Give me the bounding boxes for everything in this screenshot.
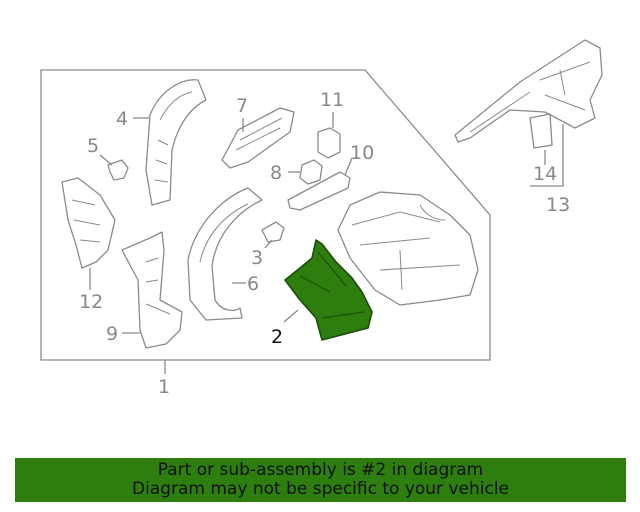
- part-2-highlighted[interactable]: [284, 239, 373, 341]
- part-6-wheelhouse-lower[interactable]: [187, 187, 263, 321]
- banner-line-1: Part or sub-assembly is #2 in diagram: [157, 460, 484, 480]
- callout-2: 2: [271, 326, 283, 348]
- callout-1: 1: [158, 376, 170, 398]
- callout-4: 4: [116, 108, 128, 130]
- callout-13: 13: [546, 194, 570, 216]
- part-11-block[interactable]: [317, 127, 341, 159]
- callout-5: 5: [87, 135, 99, 157]
- part-14-bracket[interactable]: [529, 113, 553, 149]
- part-9-lower-pillar[interactable]: [121, 231, 183, 349]
- callout-3: 3: [251, 247, 263, 269]
- callout-10: 10: [350, 142, 374, 164]
- callout-7: 7: [236, 95, 248, 117]
- callout-14: 14: [533, 163, 557, 185]
- banner-line-2: Diagram may not be specific to your vehi…: [131, 479, 509, 499]
- part-body-structure: [337, 191, 479, 306]
- part-4-wheelhouse-upper[interactable]: [145, 79, 207, 206]
- callout-6: 6: [247, 273, 259, 295]
- callout-9: 9: [106, 323, 118, 345]
- part-10-bracket[interactable]: [287, 171, 351, 211]
- callout-8: 8: [270, 162, 282, 184]
- part-3-bracket[interactable]: [261, 221, 285, 243]
- assembly-boundary: [40, 69, 491, 361]
- part-13-upper-rail-assembly[interactable]: [454, 39, 603, 143]
- part-5-bracket[interactable]: [107, 159, 129, 181]
- part-7-upper-rail[interactable]: [221, 107, 295, 169]
- part-8-block[interactable]: [299, 159, 323, 185]
- part-12-hinge-pillar[interactable]: [61, 177, 116, 269]
- callout-12: 12: [79, 291, 103, 313]
- callout-11: 11: [320, 89, 344, 111]
- parts-diagram: 4 5 7 11 8 10 12 9 6: [40, 39, 603, 398]
- info-banner: Part or sub-assembly is #2 in diagram Di…: [15, 458, 626, 502]
